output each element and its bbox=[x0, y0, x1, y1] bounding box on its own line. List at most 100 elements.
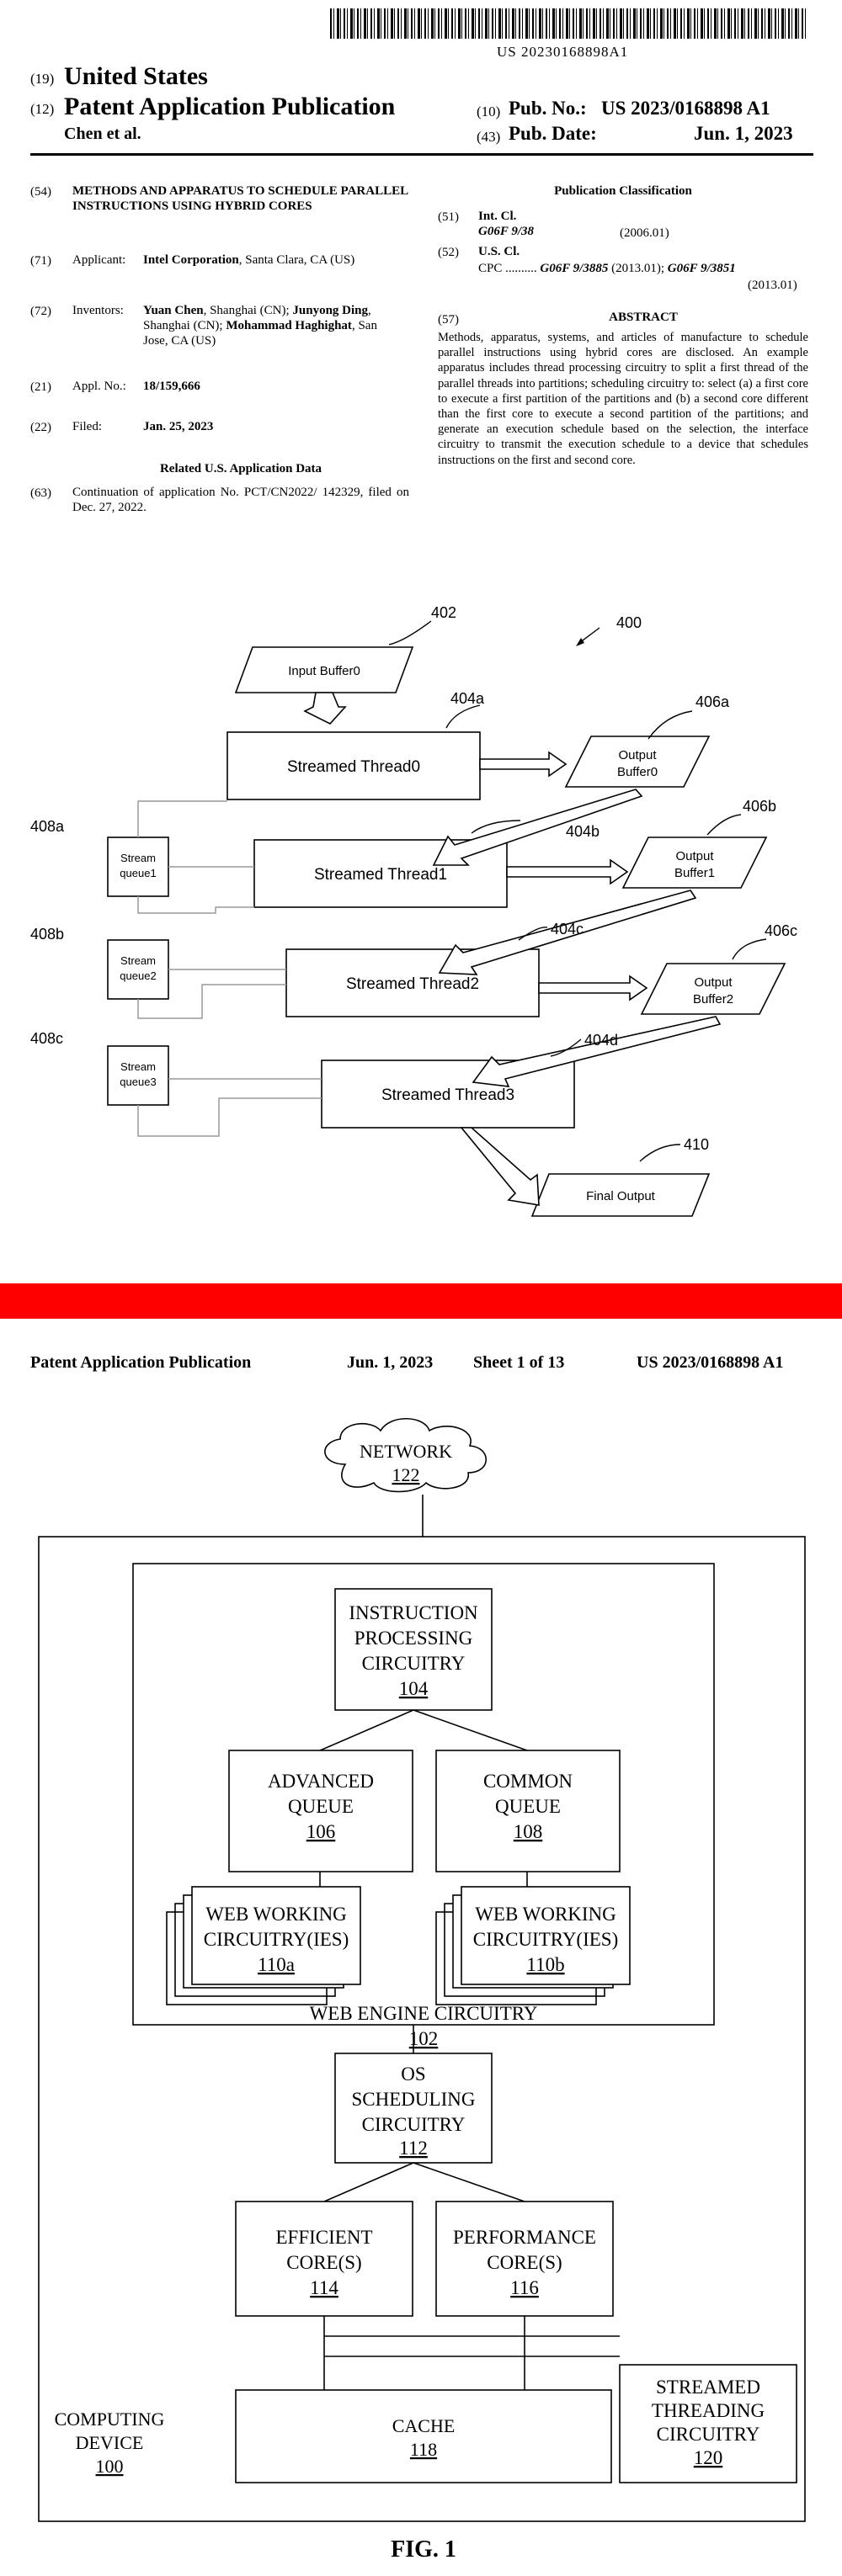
sheet-pub-type: Patent Application Publication bbox=[30, 1353, 252, 1372]
ref-404d: 404d bbox=[584, 1032, 618, 1049]
code-10: (10) bbox=[477, 104, 501, 120]
final-output-label: Final Output bbox=[586, 1189, 656, 1203]
ref-400: 400 bbox=[616, 614, 642, 631]
code-21: (21) bbox=[30, 380, 51, 394]
adv-l1: ADVANCED bbox=[268, 1771, 374, 1792]
arrow-input-to-thread0 bbox=[303, 692, 347, 725]
code-43: (43) bbox=[477, 129, 501, 145]
int-cl-code: G06F 9/38 bbox=[478, 225, 534, 238]
arrow-thread0-to-output0 bbox=[479, 751, 568, 778]
ref-408b: 408b bbox=[30, 926, 64, 943]
queue2-l2: queue2 bbox=[120, 969, 156, 982]
output1-shape bbox=[621, 837, 768, 889]
output2-l1: Output bbox=[694, 975, 733, 990]
network-ref: 122 bbox=[392, 1464, 420, 1485]
cpc-1: G06F 9/3885 bbox=[540, 262, 609, 275]
cache-box bbox=[235, 2389, 612, 2483]
output0-l2: Buffer0 bbox=[617, 765, 658, 779]
os-l2: SCHEDULING bbox=[352, 2089, 476, 2110]
code-12: (12) bbox=[30, 101, 55, 117]
inventor-3-loc: , San Jose, CA (US) bbox=[143, 319, 377, 348]
ww-b-l2: CIRCUITRY(IES) bbox=[473, 1929, 619, 1950]
related-heading: Related U.S. Application Data bbox=[159, 462, 322, 475]
output0-shape bbox=[564, 736, 711, 788]
appl-label: Appl. No.: bbox=[72, 380, 126, 393]
code-22: (22) bbox=[30, 421, 51, 434]
output2-shape bbox=[640, 963, 786, 1015]
code-63: (63) bbox=[30, 486, 51, 500]
abstract-heading: ABSTRACT bbox=[609, 311, 678, 324]
patent-title: METHODS AND APPARATUS TO SCHEDULE PARALL… bbox=[72, 184, 408, 213]
code-71: (71) bbox=[30, 254, 51, 268]
cpc-label: CPC .......... bbox=[478, 262, 537, 275]
adv-ref: 106 bbox=[306, 1821, 336, 1842]
sheet-date: Jun. 1, 2023 bbox=[347, 1353, 434, 1372]
cpc-2-year: (2013.01) bbox=[748, 279, 797, 292]
arrow-thread2-to-output2 bbox=[538, 975, 648, 1001]
code-52: (52) bbox=[438, 246, 459, 259]
queue3-l1: Stream bbox=[120, 1060, 156, 1073]
abstract-text: Methods, apparatus, systems, and article… bbox=[438, 331, 808, 467]
continuation: Continuation of application No. PCT/CN20… bbox=[72, 486, 409, 514]
network-cloud bbox=[324, 1417, 488, 1493]
arrow-output2-to-thread3 bbox=[472, 1016, 722, 1087]
queue1-l2: queue1 bbox=[120, 867, 156, 879]
arrow-thread1-to-output1 bbox=[506, 858, 629, 885]
stream-l2: THREADING bbox=[652, 2400, 765, 2421]
inventors: Yuan Chen, Shanghai (CN); Junyong Ding, … bbox=[143, 303, 396, 348]
cpc-line: CPC .......... G06F 9/3885 (2013.01); G0… bbox=[478, 261, 815, 276]
perf-l2: CORE(S) bbox=[487, 2252, 562, 2273]
ref-410: 410 bbox=[684, 1136, 709, 1153]
page-separator bbox=[0, 1283, 842, 1319]
ipc-l1: INSTRUCTION bbox=[349, 1602, 478, 1623]
figure-1-diagram: NETWORK 122 INSTRUCTION PROCESSING CIRCU… bbox=[38, 1417, 806, 2563]
ww-b-l1: WEB WORKING bbox=[475, 1904, 616, 1925]
arrow-output1-to-thread2 bbox=[438, 890, 697, 975]
ref-408c: 408c bbox=[30, 1030, 63, 1047]
code-54: (54) bbox=[30, 185, 51, 199]
ref-408a: 408a bbox=[30, 818, 65, 835]
os-ref: 112 bbox=[399, 2138, 428, 2159]
output0-l1: Output bbox=[618, 748, 657, 762]
inventor-3: Mohammad Haghighat bbox=[226, 319, 352, 332]
header-rule bbox=[30, 153, 813, 156]
cpc-2: G06F 9/3851 bbox=[667, 262, 736, 275]
web-working-b-box bbox=[461, 1886, 631, 1985]
cache-ref: 118 bbox=[410, 2439, 437, 2460]
inventor-1-loc: , Shanghai (CN); bbox=[203, 304, 293, 317]
web-engine-label: WEB ENGINE CIRCUITRY bbox=[310, 2003, 538, 2024]
network-label: NETWORK bbox=[360, 1441, 452, 1462]
ww-a-l2: CIRCUITRY(IES) bbox=[204, 1929, 349, 1950]
output2-l2: Buffer2 bbox=[693, 992, 733, 1006]
ww-a-l1: WEB WORKING bbox=[205, 1904, 347, 1925]
filed-label: Filed: bbox=[72, 420, 103, 433]
figure-4-diagram: 402 400 404a 406a 408a 404b 406b 408b 40… bbox=[30, 604, 797, 1217]
web-engine-box bbox=[132, 1563, 715, 2026]
applicant-name: Intel Corporation bbox=[143, 253, 239, 267]
device-l2: DEVICE bbox=[76, 2432, 144, 2453]
inventor-short: Chen et al. bbox=[64, 125, 141, 143]
pub-date-label: Pub. Date: bbox=[509, 123, 597, 144]
input-buffer-shape bbox=[234, 646, 414, 693]
code-72: (72) bbox=[30, 305, 51, 318]
perf-l1: PERFORMANCE bbox=[453, 2227, 596, 2248]
code-51: (51) bbox=[438, 210, 459, 224]
thread3-box bbox=[321, 1060, 575, 1129]
thread0-label: Streamed Thread0 bbox=[287, 758, 420, 776]
stream-ref: 120 bbox=[694, 2447, 723, 2468]
arrow-thread3-to-final bbox=[460, 1127, 540, 1206]
code-19: (19) bbox=[30, 71, 55, 87]
pub-class-heading: Publication Classification bbox=[554, 184, 692, 198]
sheet-pub-no: US 2023/0168898 A1 bbox=[637, 1353, 784, 1372]
output1-l2: Buffer1 bbox=[674, 866, 715, 880]
os-l1: OS bbox=[401, 2063, 425, 2085]
int-cl-label: Int. Cl. bbox=[478, 210, 517, 223]
country: United States bbox=[64, 62, 208, 90]
stream-l3: CIRCUITRY bbox=[657, 2424, 760, 2445]
code-57: (57) bbox=[438, 313, 459, 327]
web-engine-ref: 102 bbox=[409, 2028, 439, 2049]
computing-device-box bbox=[38, 1536, 806, 2522]
ipc-l2: PROCESSING bbox=[354, 1628, 473, 1649]
queue2-l1: Stream bbox=[120, 954, 156, 967]
applicant: Intel Corporation, Santa Clara, CA (US) bbox=[143, 252, 396, 268]
